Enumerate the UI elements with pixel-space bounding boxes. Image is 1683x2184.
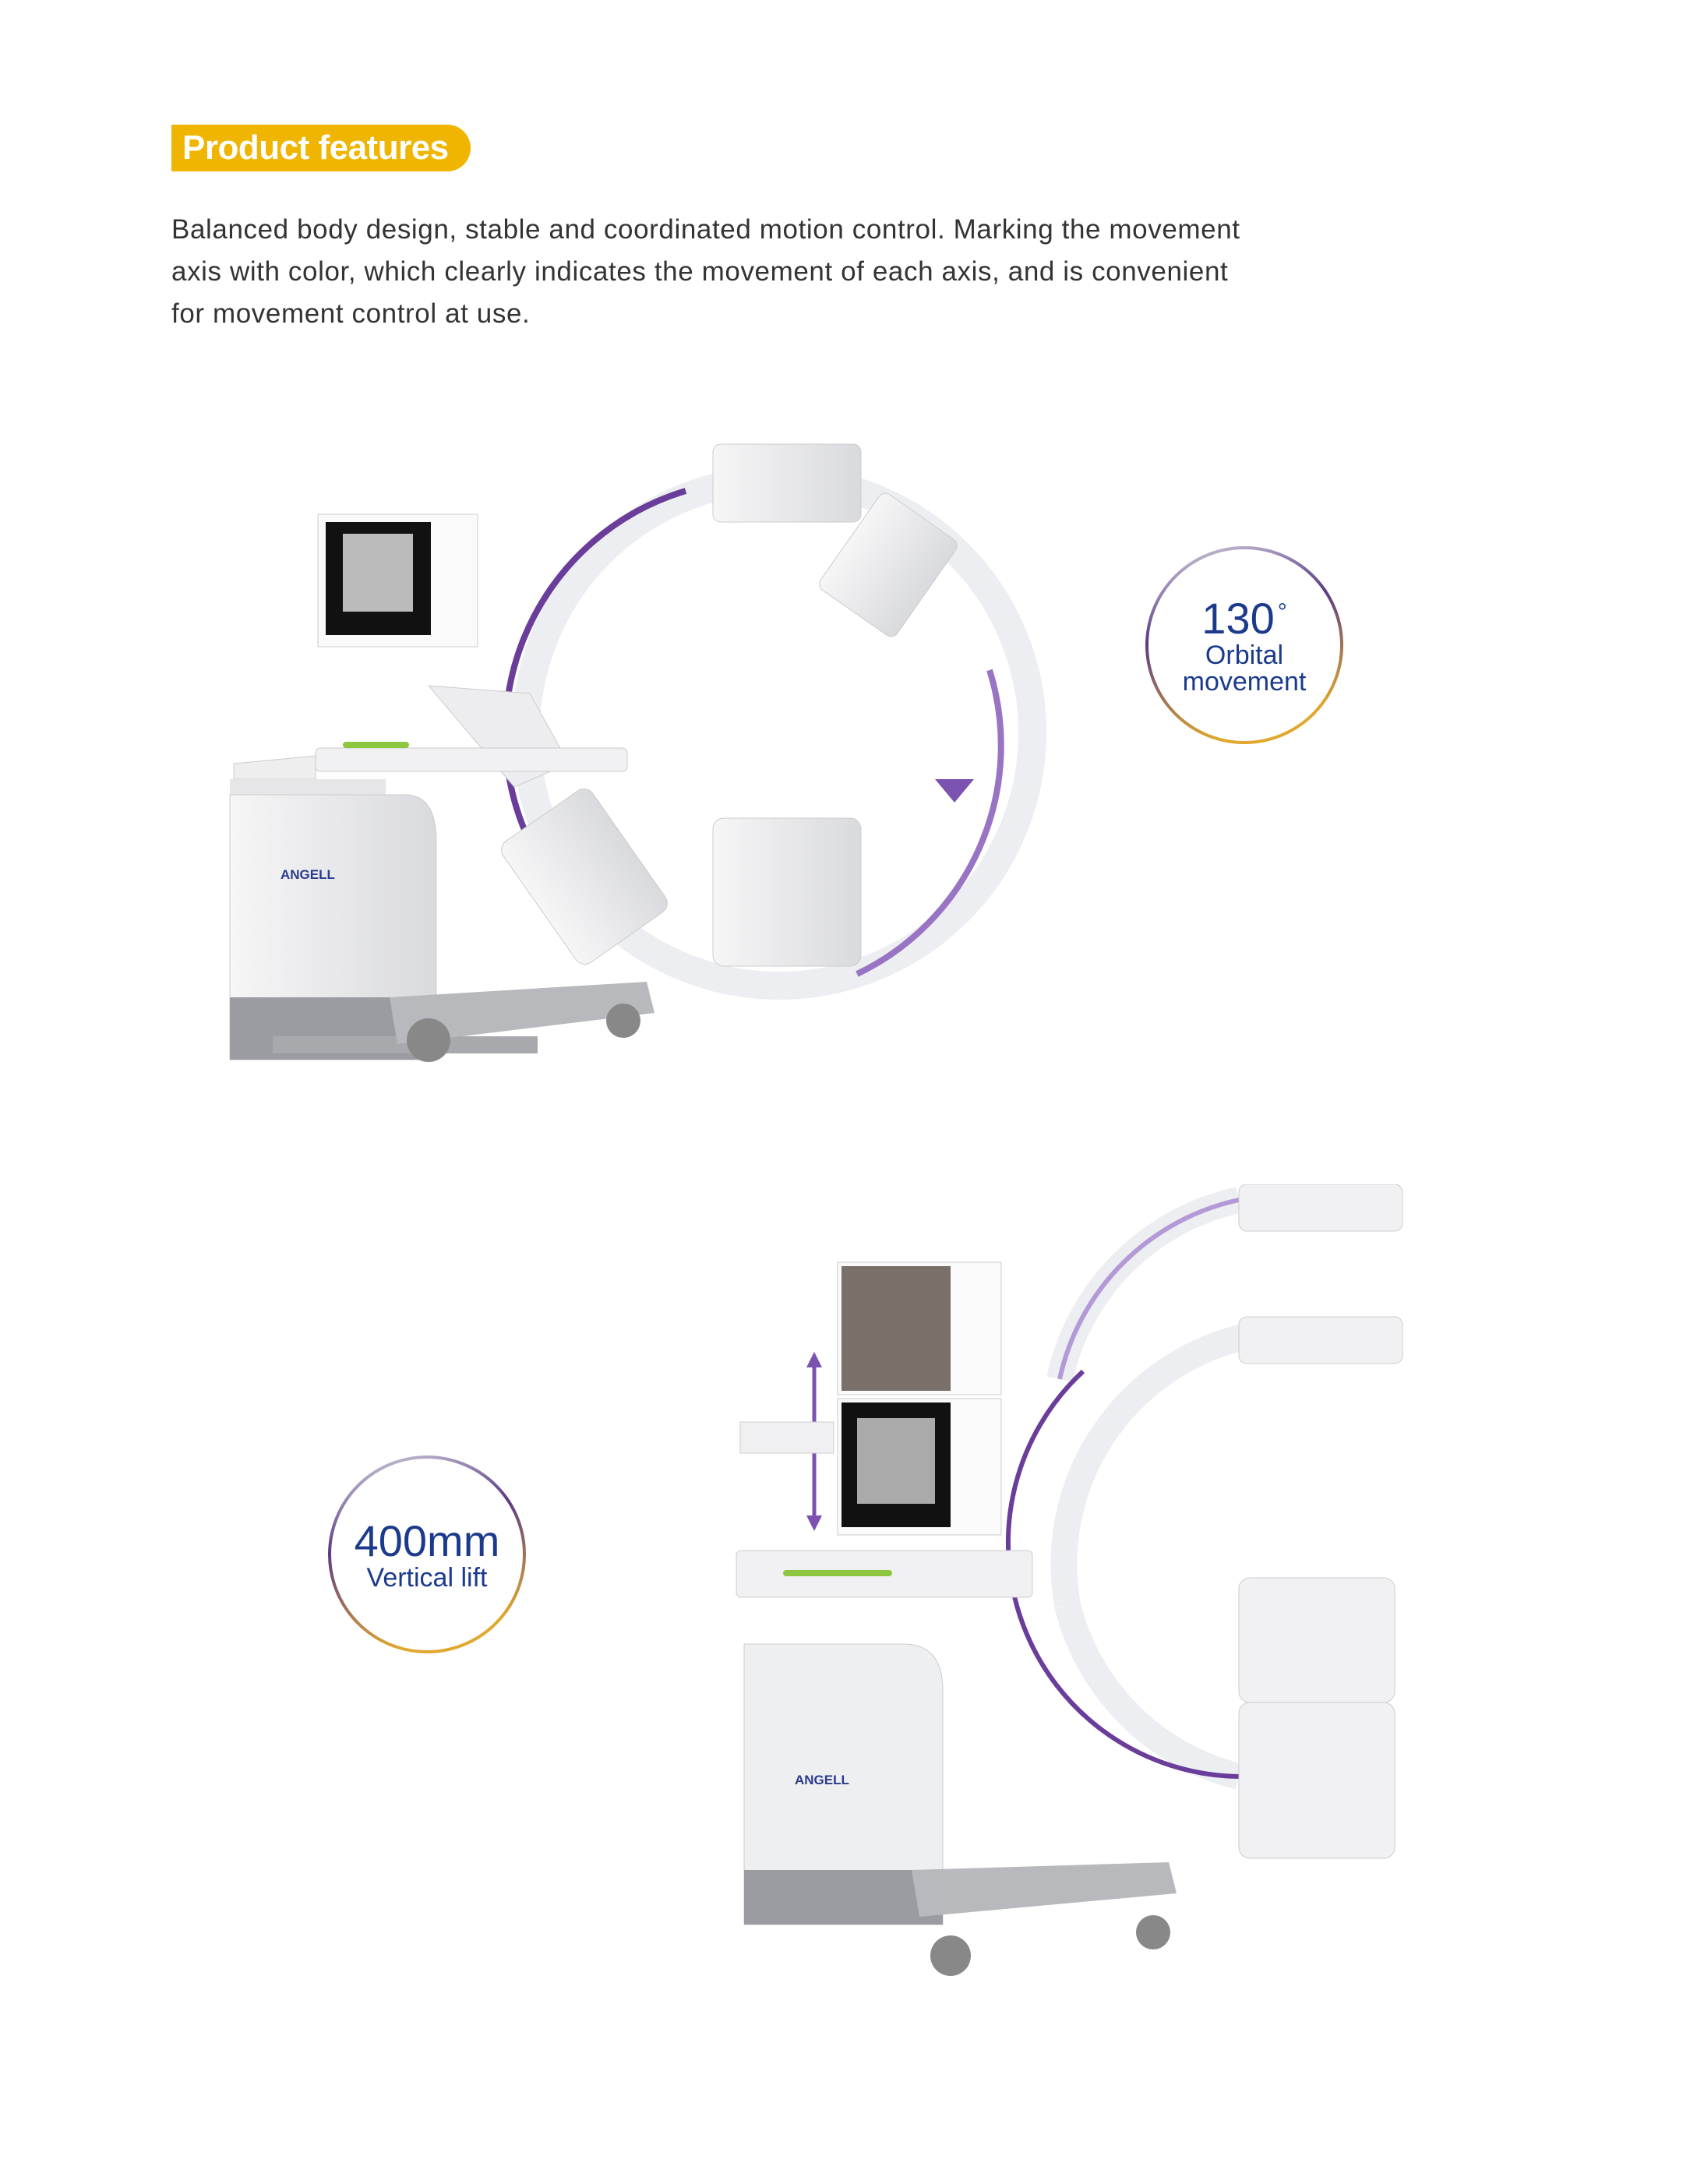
vertical-lift-stat: 400mm Vertical lift — [327, 1455, 527, 1654]
c-arm-orbital-image: ANGELL — [229, 443, 1046, 1062]
c-arm-vertical-lift-image: ANGELL — [736, 1184, 1403, 1976]
orbital-label-1: Orbital — [1205, 640, 1284, 670]
brand-logo-2: ANGELL — [795, 1773, 849, 1787]
orbital-label-2: movement — [1182, 667, 1307, 697]
lift-label: Vertical lift — [366, 1563, 488, 1593]
orbital-movement-stat: 130° Orbital movement — [1145, 545, 1344, 745]
degree-unit: ° — [1277, 599, 1287, 625]
section-title-badge: Product features — [171, 125, 471, 171]
brand-logo: ANGELL — [280, 867, 335, 882]
gradient-ring — [328, 1455, 526, 1653]
orbital-value: 130 — [1201, 594, 1275, 643]
gradient-ring — [1145, 546, 1343, 744]
lift-value: 400mm — [354, 1516, 500, 1565]
intro-paragraph: Balanced body design, stable and coordin… — [171, 214, 1240, 329]
